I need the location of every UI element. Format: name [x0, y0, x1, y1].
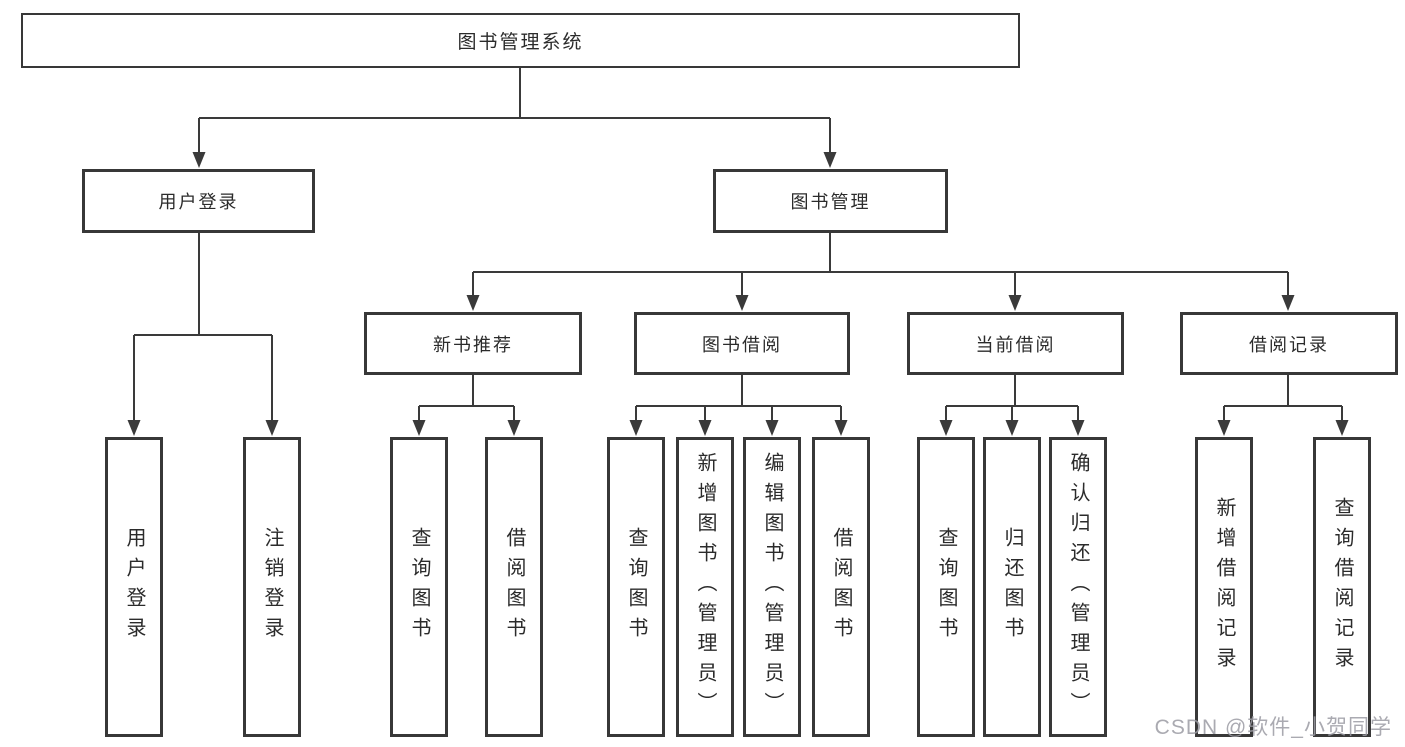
node-book-management: 图书管理 [713, 169, 948, 233]
leaf-query-books-recommend: 查询图书 [390, 437, 448, 737]
leaf-borrow-books-recommend: 借阅图书 [485, 437, 543, 737]
leaf-query-books-current: 查询图书 [917, 437, 975, 737]
leaf-add-books-admin: 新增图书（管理员） [676, 437, 734, 737]
node-user-login-branch: 用户登录 [82, 169, 315, 233]
leaf-query-books-borrowing: 查询图书 [607, 437, 665, 737]
leaf-borrow-books-borrowing: 借阅图书 [812, 437, 870, 737]
watermark-csdn: CSDN @软件_小贺同学 [1154, 716, 1392, 739]
leaf-logout: 注销登录 [243, 437, 301, 737]
node-library-system: 图书管理系统 [21, 13, 1020, 68]
leaf-add-borrow-record: 新增借阅记录 [1195, 437, 1253, 737]
arrowheads [127, 152, 1349, 436]
leaf-confirm-return-admin: 确认归还（管理员） [1049, 437, 1107, 737]
leaf-return-books: 归还图书 [983, 437, 1041, 737]
leaf-user-login: 用户登录 [105, 437, 163, 737]
leaf-query-borrow-record: 查询借阅记录 [1313, 437, 1371, 737]
node-borrowing-records: 借阅记录 [1180, 312, 1398, 375]
node-new-book-recommend: 新书推荐 [364, 312, 582, 375]
node-book-borrowing: 图书借阅 [634, 312, 850, 375]
node-current-borrowing: 当前借阅 [907, 312, 1124, 375]
leaf-edit-books-admin: 编辑图书（管理员） [743, 437, 801, 737]
